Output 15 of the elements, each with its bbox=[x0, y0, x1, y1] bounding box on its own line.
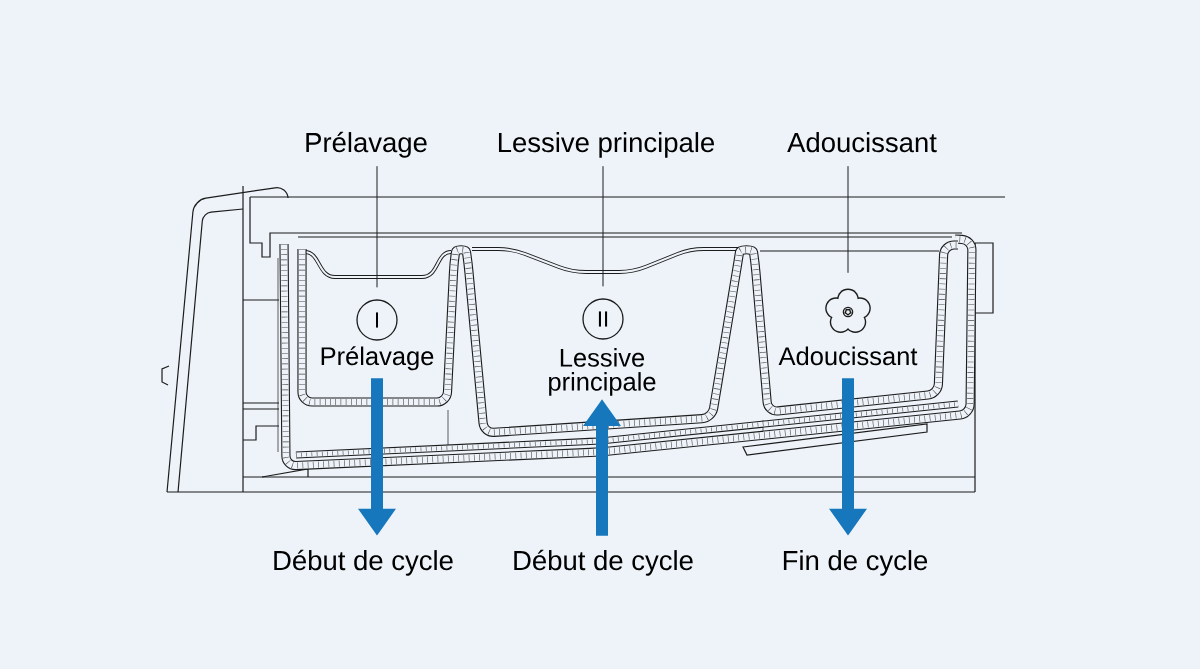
circled-numeral: II bbox=[582, 298, 624, 340]
cycle-label: Début de cycle bbox=[514, 549, 693, 576]
compartment-label: Lessive principale bbox=[549, 348, 656, 396]
callout-label: Prélavage bbox=[306, 131, 427, 158]
cycle-label: Début de cycle bbox=[274, 549, 453, 576]
circled-numeral: I bbox=[356, 299, 398, 341]
callout-label: Adoucissant bbox=[787, 132, 937, 153]
flower-icon bbox=[825, 288, 871, 333]
callout-label: Lessive principale bbox=[498, 132, 714, 158]
leader-line bbox=[847, 165, 849, 274]
cycle-label: Fin de cycle bbox=[783, 550, 928, 576]
leader-line bbox=[602, 165, 604, 287]
leader-line bbox=[376, 165, 378, 288]
compartment-label: Adoucissant bbox=[778, 346, 918, 366]
compartment-label: Prélavage bbox=[321, 346, 434, 371]
